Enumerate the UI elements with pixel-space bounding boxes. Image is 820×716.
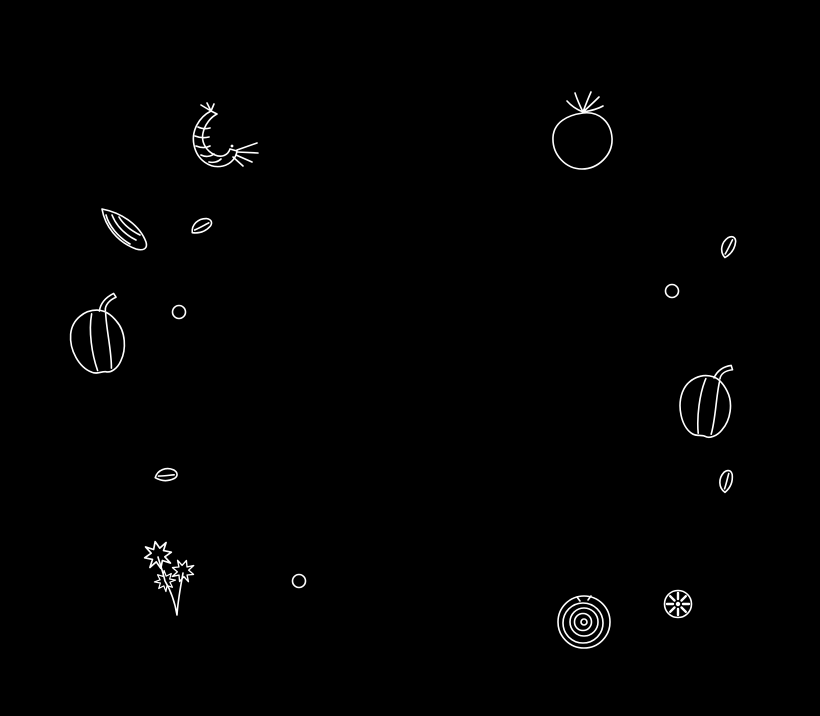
- ring-icon: [664, 283, 680, 299]
- bell-pepper-icon: [679, 364, 734, 439]
- tomato-icon: [552, 91, 613, 170]
- seed-icon: [719, 469, 734, 494]
- seed-icon: [191, 217, 213, 234]
- ring-icon: [171, 304, 187, 320]
- citrus-slice-icon: [663, 589, 693, 619]
- parsley-sprig-icon: [140, 537, 198, 616]
- onion-slice-icon: [557, 595, 611, 649]
- seed-icon: [720, 235, 737, 259]
- melon-wedge-icon: [101, 208, 148, 251]
- seed-icon: [154, 467, 178, 482]
- shrimp-icon: [192, 102, 259, 168]
- ring-icon: [291, 573, 307, 589]
- bell-pepper-icon: [69, 292, 126, 374]
